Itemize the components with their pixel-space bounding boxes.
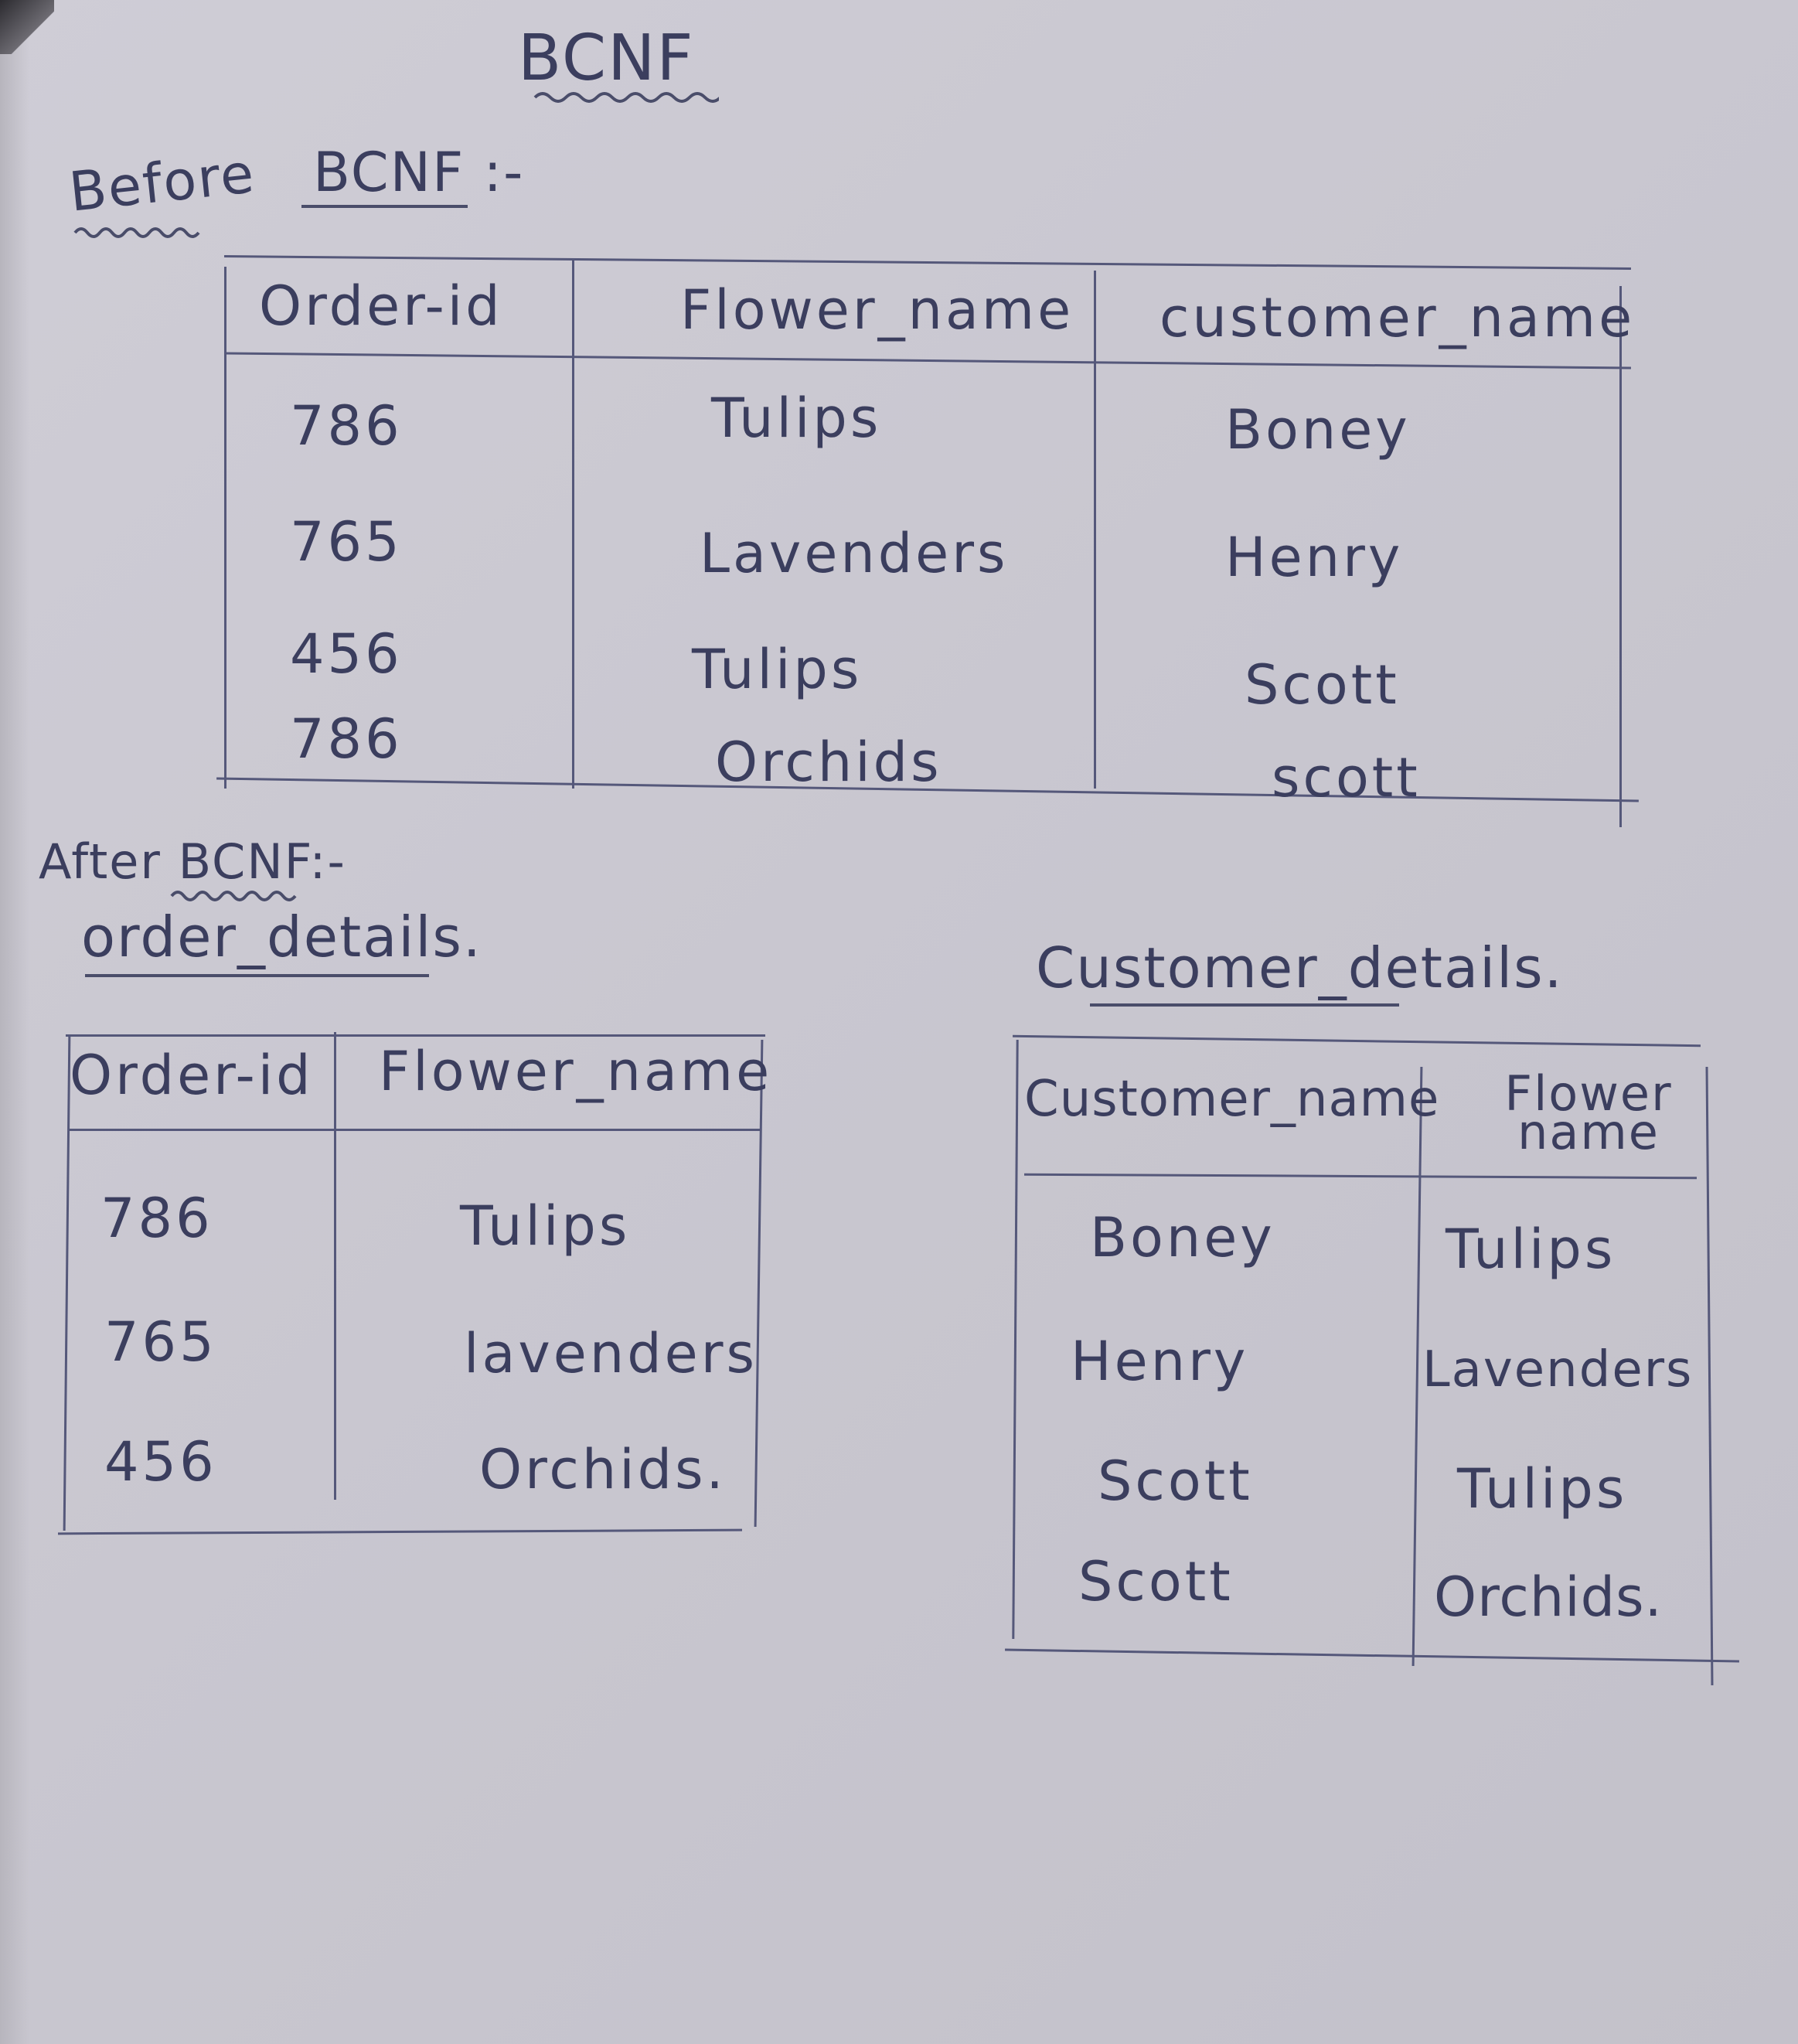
order-table-left-border [63, 1034, 71, 1531]
before-row-3-flower: Tulips [692, 638, 863, 701]
before-table-right-border [1619, 286, 1622, 827]
before-heading-main: BCNF :- [313, 141, 525, 204]
before-row-4-flower: Orchids [715, 731, 942, 794]
before-row-2-flower: Lavenders [700, 522, 1009, 585]
before-col-order-id: Order-id [259, 274, 503, 338]
before-row-4-customer: scott [1272, 746, 1421, 809]
before-table-left-border [224, 267, 226, 789]
before-row-3-order-id: 456 [290, 622, 403, 686]
order-row-3-order-id: 456 [104, 1430, 217, 1494]
customer-row-2-flower: Lavenders [1422, 1341, 1694, 1398]
before-table-col-divider-2 [1094, 271, 1096, 789]
customer-table-top-border [1013, 1034, 1701, 1048]
before-row-1-order-id: 786 [290, 394, 403, 458]
before-col-customer-name: customer_name [1160, 286, 1636, 349]
customer-table-col-divider [1411, 1067, 1423, 1666]
before-row-4-order-id: 786 [290, 707, 403, 771]
before-row-1-customer: Boney [1225, 398, 1411, 462]
order-table-right-border [754, 1040, 764, 1527]
customer-table-bottom-border [1005, 1648, 1739, 1663]
customer-details-title: Customer_details. [1036, 935, 1564, 1000]
before-table-header-divider [224, 352, 1631, 370]
before-table-col-divider-1 [572, 259, 574, 789]
customer-row-2-name: Henry [1071, 1330, 1249, 1393]
before-bcnf-underline [301, 205, 468, 208]
customer-row-3-flower: Tulips [1457, 1457, 1628, 1521]
before-row-3-customer: Scott [1245, 653, 1400, 717]
before-row-1-flower: Tulips [711, 387, 882, 450]
order-row-3-flower: Orchids. [479, 1438, 727, 1501]
order-table-col-divider [334, 1032, 336, 1500]
order-details-underline [85, 974, 429, 977]
order-row-1-order-id: 786 [100, 1187, 213, 1250]
title-wavy-underline [533, 92, 719, 103]
order-col-order-id: Order-id [70, 1044, 314, 1107]
order-row-2-order-id: 765 [104, 1310, 217, 1374]
customer-col-flower-name: Flower name [1504, 1065, 1673, 1160]
page-corner-shadow [0, 0, 54, 54]
before-heading-prefix: Before [66, 141, 258, 224]
customer-row-3-name: Scott [1098, 1450, 1253, 1513]
customer-table-header-divider [1023, 1173, 1698, 1180]
order-col-flower-name: Flower_name [379, 1040, 773, 1103]
before-col-flower-name: Flower_name [680, 278, 1074, 342]
customer-details-underline [1090, 1003, 1399, 1007]
customer-col-customer-name: Customer_name [1024, 1071, 1440, 1128]
order-details-title: order_details. [81, 904, 482, 969]
customer-table-left-border [1012, 1039, 1019, 1640]
customer-row-4-flower: Orchids. [1434, 1565, 1663, 1629]
after-wavy-underline [170, 891, 297, 901]
before-table-top-border [224, 255, 1631, 270]
page-left-edge [0, 0, 29, 2044]
order-row-2-flower: lavenders [464, 1322, 758, 1385]
after-heading: After BCNF:- [39, 833, 346, 890]
order-table-header-divider [70, 1129, 761, 1131]
page-title: BCNF [518, 22, 695, 95]
order-table-top-border [66, 1034, 765, 1037]
customer-row-1-flower: Tulips [1446, 1218, 1616, 1281]
customer-table-right-border [1705, 1067, 1714, 1685]
before-wavy-underline [73, 227, 200, 238]
customer-row-1-name: Boney [1090, 1206, 1275, 1269]
order-table-bottom-border [57, 1528, 743, 1535]
before-row-2-order-id: 765 [290, 510, 403, 574]
before-row-2-customer: Henry [1225, 526, 1404, 589]
customer-row-4-name: Scott [1078, 1550, 1234, 1613]
order-row-1-flower: Tulips [460, 1194, 631, 1258]
